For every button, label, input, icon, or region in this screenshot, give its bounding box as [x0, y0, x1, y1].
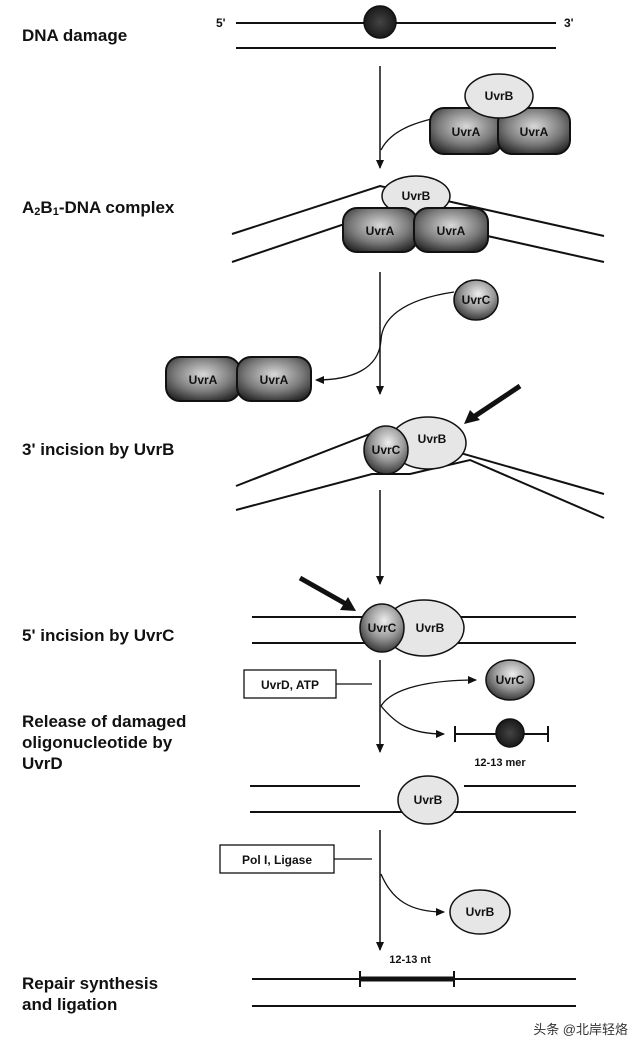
- uvrb-release-curve: [380, 873, 445, 916]
- uvra-label: UvrA: [260, 373, 289, 387]
- uvra-protein: [236, 356, 312, 402]
- uvrc-label: UvrC: [462, 293, 491, 307]
- incision-arrow-3prime: [470, 383, 522, 421]
- dna-lesion: [495, 718, 525, 748]
- released-uvra-dimer: UvrA UvrA: [165, 356, 312, 402]
- uvrc-release-curve: [380, 676, 477, 707]
- five-prime-label: 5': [216, 16, 226, 30]
- uvrc-label: UvrC: [368, 621, 397, 635]
- pol-ligase-label: Pol I, Ligase: [242, 853, 312, 867]
- uvra-label: UvrA: [189, 373, 218, 387]
- uvra2-uvrb-free-complex: UvrA UvrA UvrB: [429, 73, 571, 155]
- uvrb-protein: [397, 775, 459, 825]
- excised-oligonucleotide: [454, 718, 549, 748]
- uvrb-protein: [449, 889, 511, 935]
- uvra-protein: [413, 207, 489, 253]
- three-prime-label: 3': [564, 16, 574, 30]
- bent-dna-bottom-strand: [235, 458, 605, 519]
- uvrd-atp-box: [243, 669, 337, 699]
- step-label-release: Release of damaged oligonucleotide by Uv…: [22, 712, 191, 773]
- step-label-repair: Repair synthesis and ligation: [22, 974, 163, 1014]
- step-label-dna-damage: DNA damage: [22, 26, 127, 45]
- uvra-protein: [497, 107, 571, 155]
- uvrb-label: UvrB: [418, 432, 447, 446]
- incision-arrowhead-3prime: [464, 410, 480, 424]
- bent-dna-top-strand: [231, 184, 605, 237]
- uvrb-label: UvrB: [402, 189, 431, 203]
- uvrb-uvrc-complex: UvrB UvrC: [363, 416, 467, 475]
- uvra-label: UvrA: [437, 224, 466, 238]
- uvrb-label: UvrB: [485, 89, 514, 103]
- uvrc-label: UvrC: [372, 443, 401, 457]
- a2b1-dna-complex: UvrB UvrA UvrA: [342, 175, 489, 253]
- uvra-label: UvrA: [366, 224, 395, 238]
- uvrc-protein: [485, 659, 535, 701]
- uvrc-protein: [453, 279, 499, 321]
- uvrc-protein: [359, 603, 405, 653]
- uvrc-recruit-curve: [380, 291, 455, 341]
- dna-lesion: [363, 5, 397, 39]
- watermark: 头条 @北岸轻烙: [533, 1022, 628, 1037]
- uvrd-atp-label: UvrD, ATP: [261, 678, 319, 692]
- uvra-label: UvrA: [520, 125, 549, 139]
- step-label-3-incision: 3' incision by UvrB: [22, 440, 174, 459]
- uvrc-protein: [363, 425, 409, 475]
- uvrc-label: UvrC: [496, 673, 525, 687]
- incision-arrow-5prime: [298, 575, 348, 607]
- uvrb-protein: [464, 73, 534, 119]
- fragment-size-label: 12-13 mer: [474, 757, 526, 769]
- incision-arrowhead-5prime: [340, 597, 356, 611]
- uvrb-label: UvrB: [416, 621, 445, 635]
- fragment-release-curve: [380, 705, 445, 738]
- uvrb-label: UvrB: [466, 905, 495, 919]
- uvra-label: UvrA: [452, 125, 481, 139]
- step-label-a2b1-dna-complex: A2B1-DNA complex: [22, 198, 175, 218]
- uvrb-label: UvrB: [414, 793, 443, 807]
- gap-size-label: 12-13 nt: [389, 954, 431, 966]
- step-label-5-incision: 5' incision by UvrC: [22, 626, 174, 645]
- uvra-release-curve: [315, 339, 382, 384]
- uvrb-uvrc-on-dna: UvrB UvrC: [359, 599, 465, 657]
- pol-ligase-box: [219, 844, 335, 874]
